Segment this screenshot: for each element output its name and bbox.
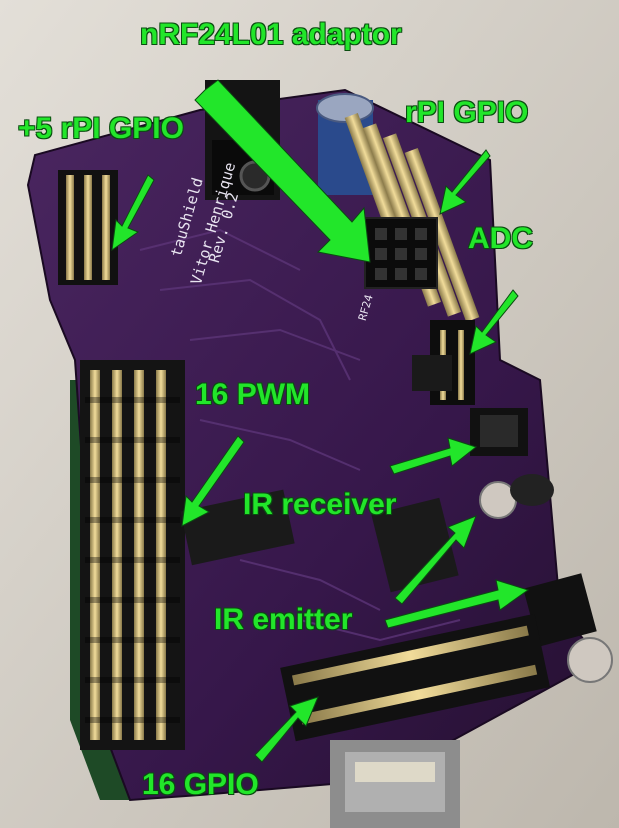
label-rpi-gpio: rPI GPIO bbox=[405, 96, 529, 129]
usb-connector bbox=[330, 740, 460, 828]
ir-receiver bbox=[470, 408, 528, 456]
label-16-pwm: 16 PWM bbox=[195, 378, 311, 411]
gpio-header bbox=[280, 613, 551, 742]
label-nrf24l01-adaptor: nRF24L01 adaptor bbox=[140, 18, 402, 51]
plus5-rpi-gpio-header bbox=[58, 170, 118, 285]
label-ir-emitter: IR emitter bbox=[214, 603, 353, 636]
pwm-header bbox=[80, 360, 185, 750]
label-16-gpio: 16 GPIO bbox=[142, 768, 259, 801]
label-ir-receiver: IR receiver bbox=[243, 488, 397, 521]
pcb-traces bbox=[139, 228, 461, 642]
label-adc: ADC bbox=[468, 222, 533, 255]
ir-emitters bbox=[479, 474, 613, 683]
io-expander-chip bbox=[371, 497, 459, 593]
pwm-chip bbox=[180, 489, 295, 566]
adc-chip bbox=[412, 355, 452, 391]
nrf-header bbox=[364, 217, 438, 289]
arrows bbox=[111, 79, 530, 763]
label-plus5-rpi-gpio: +5 rPI GPIO bbox=[18, 112, 184, 145]
